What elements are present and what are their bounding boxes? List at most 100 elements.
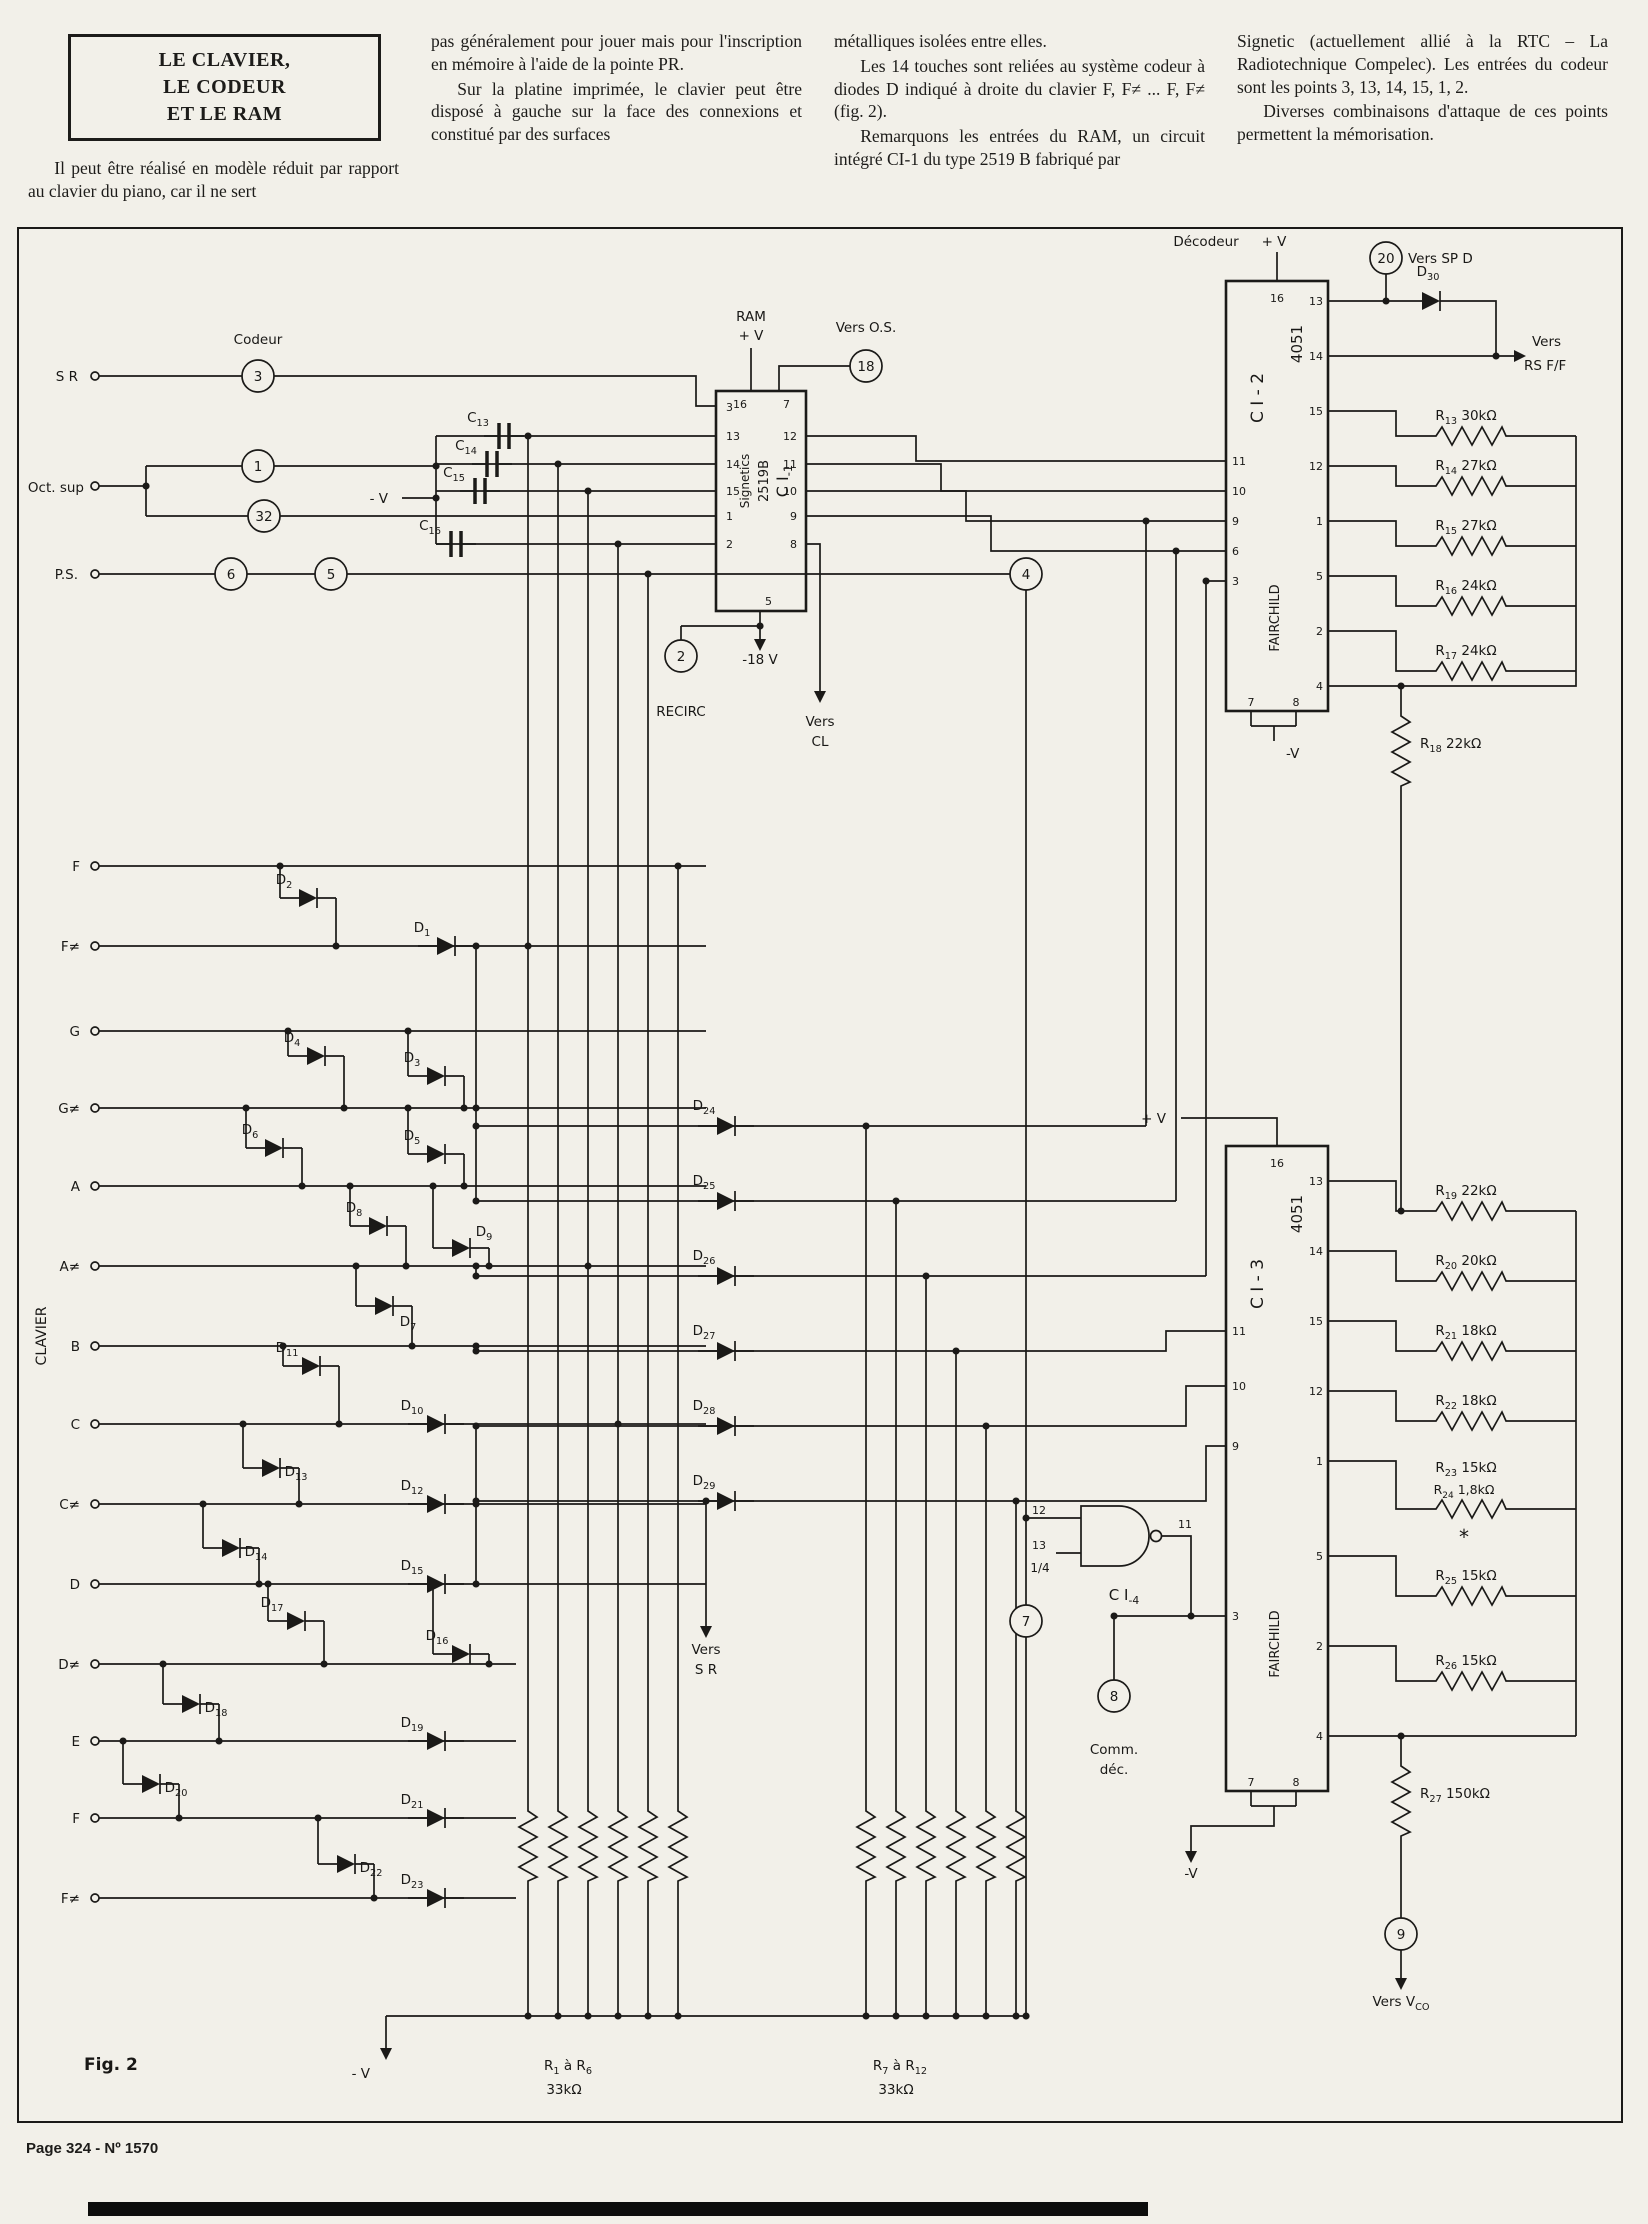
- schematic-label: 4: [1316, 680, 1323, 693]
- schematic-label: 16: [733, 398, 747, 411]
- resistor: [1006, 1790, 1026, 1902]
- key-terminal: [90, 1579, 100, 1589]
- paragraph: Remarquons les entrées du RAM, un circui…: [834, 126, 1205, 169]
- diode-label: D10: [401, 1398, 424, 1417]
- key-terminal: [90, 1419, 100, 1429]
- resistor-label: R21 18kΩ: [1435, 1323, 1496, 1342]
- resistor-label: R19 22kΩ: [1435, 1183, 1496, 1202]
- capacitor-label: C13: [467, 410, 489, 429]
- schematic-label: R24 1,8kΩ: [1434, 1482, 1495, 1501]
- schematic-label: F≠: [61, 939, 80, 955]
- diode-label: D21: [401, 1792, 424, 1811]
- capacitor-label: C16: [419, 518, 441, 537]
- article-title-box: LE CLAVIER, LE CODEUR ET LE RAM: [68, 34, 381, 141]
- recirc-label: RECIRC: [656, 704, 705, 720]
- resistor: [1391, 1745, 1411, 1857]
- diode-label: D14: [245, 1544, 268, 1563]
- node-circle-18: [849, 349, 883, 383]
- schematic-label: 5: [765, 595, 772, 608]
- diode-label: D25: [693, 1173, 716, 1192]
- schematic-label: -V: [1184, 1866, 1198, 1882]
- resistor-label: R16 24kΩ: [1435, 578, 1496, 597]
- schematic-label: déc.: [1100, 1762, 1129, 1778]
- diode-label: D12: [401, 1478, 424, 1497]
- node-circle-20: [1369, 241, 1403, 275]
- diode-label: D2: [276, 872, 293, 891]
- key-terminal: [90, 1341, 100, 1351]
- diode-D15: [407, 1573, 465, 1595]
- diode-label: D30: [1417, 264, 1440, 283]
- figure-border: [17, 227, 1623, 2123]
- resistor-label: R14 27kΩ: [1435, 458, 1496, 477]
- schematic-label: 13: [726, 430, 740, 443]
- diode-D7: [355, 1295, 413, 1317]
- diode-label: D13: [285, 1464, 308, 1483]
- diode-label: D23: [401, 1872, 424, 1891]
- schematic-label: 1: [1316, 1455, 1323, 1468]
- schematic-label: 9: [1232, 1440, 1239, 1453]
- schematic-label: 11: [783, 458, 797, 471]
- diode-D17: [267, 1610, 325, 1632]
- resistor: [1415, 426, 1527, 446]
- node-circle-number: 2: [677, 649, 686, 665]
- resistor: [886, 1790, 906, 1902]
- schematic-label: 3: [726, 401, 733, 414]
- schematic-label: 4051: [1288, 1195, 1306, 1233]
- schematic-label: 4051: [1288, 325, 1306, 363]
- ci1-label: C I-1: [773, 465, 795, 497]
- schematic-label: 33kΩ: [546, 2082, 581, 2098]
- node-circle-number: 9: [1397, 1927, 1406, 1943]
- junction-dots: [119, 297, 1500, 2020]
- schematic-label: F≠: [61, 1891, 80, 1907]
- schematic-label: 8: [1293, 1776, 1300, 1789]
- resistor: [1415, 1671, 1527, 1691]
- key-terminal: [90, 941, 100, 951]
- resistor: [608, 1790, 628, 1902]
- fig-label: Fig. 2: [84, 2055, 138, 2075]
- diode-label: D22: [360, 1860, 383, 1879]
- diode-D28: [697, 1415, 755, 1437]
- node-circle-number: 20: [1377, 251, 1394, 267]
- resistor: [1415, 1586, 1527, 1606]
- schematic-label: 5: [1316, 1550, 1323, 1563]
- resistor: [518, 1790, 538, 1902]
- diode-D26: [697, 1265, 755, 1287]
- resistor-label: R22 18kΩ: [1435, 1393, 1496, 1412]
- schematic-label: 15: [726, 485, 740, 498]
- diode-label: D6: [242, 1122, 259, 1141]
- key-terminal: [90, 1499, 100, 1509]
- resistor: [1415, 1499, 1527, 1519]
- diode-D16: [432, 1643, 490, 1665]
- schematic-label: FAIRCHILD: [1268, 584, 1283, 651]
- diode-D27: [697, 1340, 755, 1362]
- diode-D12: [407, 1493, 465, 1515]
- node-circle-6: [214, 557, 248, 591]
- resistor: [578, 1790, 598, 1902]
- schematic-label: Vers: [1532, 334, 1561, 350]
- key-terminal: [90, 1659, 100, 1669]
- vers-sp-d: Vers SP D: [1408, 251, 1473, 267]
- node-circle-9: [1384, 1917, 1418, 1951]
- text-column-2: pas généralement pour jouer mais pour l'…: [431, 30, 802, 205]
- schematic-label: Signetics: [738, 454, 752, 508]
- key-terminal: [90, 1181, 100, 1191]
- diode-label: D15: [401, 1558, 424, 1577]
- flow-arrows: [380, 350, 1526, 2060]
- resistor: [856, 1790, 876, 1902]
- resistor: [1415, 1411, 1527, 1431]
- schematic-label: 13: [1309, 1175, 1323, 1188]
- key-terminal: [90, 1736, 100, 1746]
- minus-18v: -18 V: [742, 652, 778, 668]
- schematic-label: 1: [726, 510, 733, 523]
- node-circle-3: [241, 359, 275, 393]
- schematic-label: 14: [1309, 1245, 1323, 1258]
- schematic-label: 33kΩ: [878, 2082, 913, 2098]
- schematic-label: 10: [1232, 485, 1246, 498]
- schematic-label: R1 à R6: [544, 2058, 592, 2077]
- schematic-label: S R: [695, 1662, 717, 1678]
- node-circle-number: 7: [1022, 1614, 1031, 1630]
- node-circle-1: [241, 449, 275, 483]
- diode-label: D17: [261, 1595, 284, 1614]
